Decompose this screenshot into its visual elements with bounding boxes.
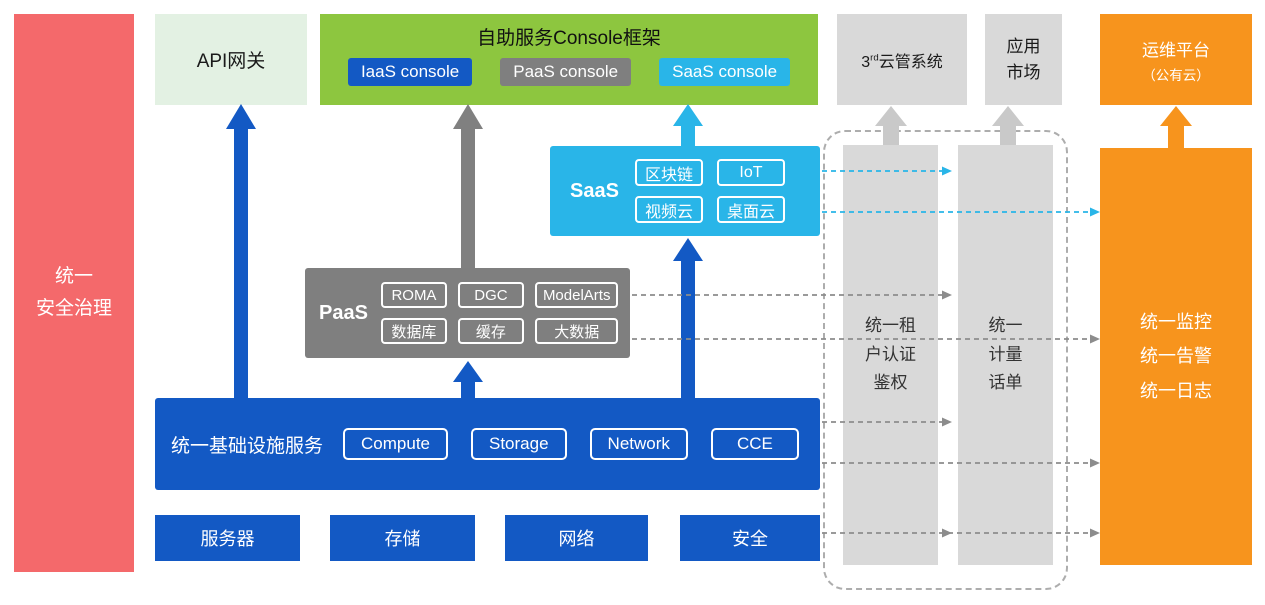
arrow-infra-to-api-gateway <box>226 104 256 398</box>
app-market-line-1: 应用 <box>1006 37 1041 56</box>
network-box: 网络 <box>505 515 648 561</box>
security-label: 安全 <box>732 529 768 549</box>
metering-billing-bar: 统一 计量 话单 <box>958 145 1053 565</box>
saas-chip-iot: IoT <box>716 159 785 186</box>
paas-console-badge: PaaS console <box>500 58 632 87</box>
console-frame-box: 自助服务Console框架 IaaS console PaaS console … <box>320 14 818 105</box>
saas-chip-blockchain: 区块链 <box>634 159 703 186</box>
third-party-superscript: rd <box>870 52 879 64</box>
infra-chip-cce: CCE <box>710 428 799 460</box>
paas-label: PaaS <box>319 301 368 324</box>
saas-chip-desktop-cloud: 桌面云 <box>716 196 785 223</box>
arrow-infra-to-saas <box>673 238 703 398</box>
infra-chip-network: Network <box>589 428 688 460</box>
shared-services-dashed-container <box>823 130 1068 590</box>
storage-label: 存储 <box>384 529 421 549</box>
ops-platform-box: 运维平台 （公有云） <box>1100 14 1252 105</box>
third-party-cloud-mgmt-label: 3rd云管系统 <box>861 48 942 72</box>
monitoring-line-3: 统一日志 <box>1140 380 1212 401</box>
paas-chip-cache: 缓存 <box>457 318 524 344</box>
metering-line-2: 计量 <box>988 344 1023 364</box>
arrow-saas-to-console <box>673 104 703 146</box>
saas-services-grid: 区块链 IoT 视频云 桌面云 <box>634 159 785 223</box>
tenant-auth-line-2: 户认证 <box>865 344 916 364</box>
third-party-cloud-mgmt-box: 3rd云管系统 <box>837 14 967 105</box>
metering-line-3: 话单 <box>988 373 1023 393</box>
paas-layer-box: PaaS ROMA DGC ModelArts 数据库 缓存 大数据 <box>305 268 630 358</box>
infra-chip-storage: Storage <box>471 428 567 460</box>
infrastructure-services-row: Compute Storage Network CCE <box>343 428 799 460</box>
ops-platform-line-1: 运维平台 <box>1142 40 1210 60</box>
console-frame-title: 自助服务Console框架 <box>477 28 661 49</box>
paas-chip-bigdata: 大数据 <box>534 318 619 344</box>
saas-console-badge: SaaS console <box>659 58 791 87</box>
arrow-paas-to-console <box>453 104 483 268</box>
app-market-box: 应用 市场 <box>985 14 1062 105</box>
paas-chip-roma: ROMA <box>380 282 447 308</box>
security-box: 安全 <box>680 515 820 561</box>
monitoring-line-2: 统一告警 <box>1140 346 1212 367</box>
arrow-monitoring-to-ops-platform <box>1160 106 1192 148</box>
unified-security-governance-bar: 统一 安全治理 <box>14 14 134 572</box>
paas-chip-database: 数据库 <box>380 318 447 344</box>
infra-chip-compute: Compute <box>343 428 448 460</box>
paas-chip-dgc: DGC <box>457 282 524 308</box>
infrastructure-label: 统一基础设施服务 <box>171 435 324 457</box>
ops-platform-line-2: （公有云） <box>1142 67 1210 83</box>
security-governance-line-2: 安全治理 <box>35 298 112 319</box>
infrastructure-layer-box: 统一基础设施服务 Compute Storage Network CCE <box>155 398 820 490</box>
server-box: 服务器 <box>155 515 300 561</box>
third-party-suffix: 云管系统 <box>878 53 943 71</box>
metering-line-1: 统一 <box>988 315 1023 335</box>
api-gateway-box: API网关 <box>155 14 307 105</box>
app-market-line-2: 市场 <box>1006 62 1041 82</box>
saas-label: SaaS <box>570 179 619 202</box>
saas-chip-video-cloud: 视频云 <box>634 196 703 223</box>
console-buttons-row: IaaS console PaaS console SaaS console <box>320 58 818 87</box>
paas-services-grid: ROMA DGC ModelArts 数据库 缓存 大数据 <box>380 282 619 344</box>
tenant-auth-bar: 统一租 户认证 鉴权 <box>843 145 938 565</box>
iaas-console-badge: IaaS console <box>347 58 473 87</box>
arrow-infra-to-paas <box>453 361 483 398</box>
saas-layer-box: SaaS 区块链 IoT 视频云 桌面云 <box>550 146 820 236</box>
security-governance-line-1: 统一 <box>54 265 93 287</box>
storage-box: 存储 <box>330 515 475 561</box>
third-party-prefix: 3 <box>861 53 871 71</box>
server-label: 服务器 <box>200 529 255 549</box>
api-gateway-label: API网关 <box>196 51 266 72</box>
monitoring-line-1: 统一监控 <box>1140 312 1212 333</box>
paas-chip-modelarts: ModelArts <box>534 282 619 308</box>
tenant-auth-line-3: 鉴权 <box>873 373 908 393</box>
tenant-auth-line-1: 统一租 <box>865 315 916 335</box>
network-label: 网络 <box>558 529 595 549</box>
monitoring-alarm-log-bar: 统一监控 统一告警 统一日志 <box>1100 148 1252 565</box>
